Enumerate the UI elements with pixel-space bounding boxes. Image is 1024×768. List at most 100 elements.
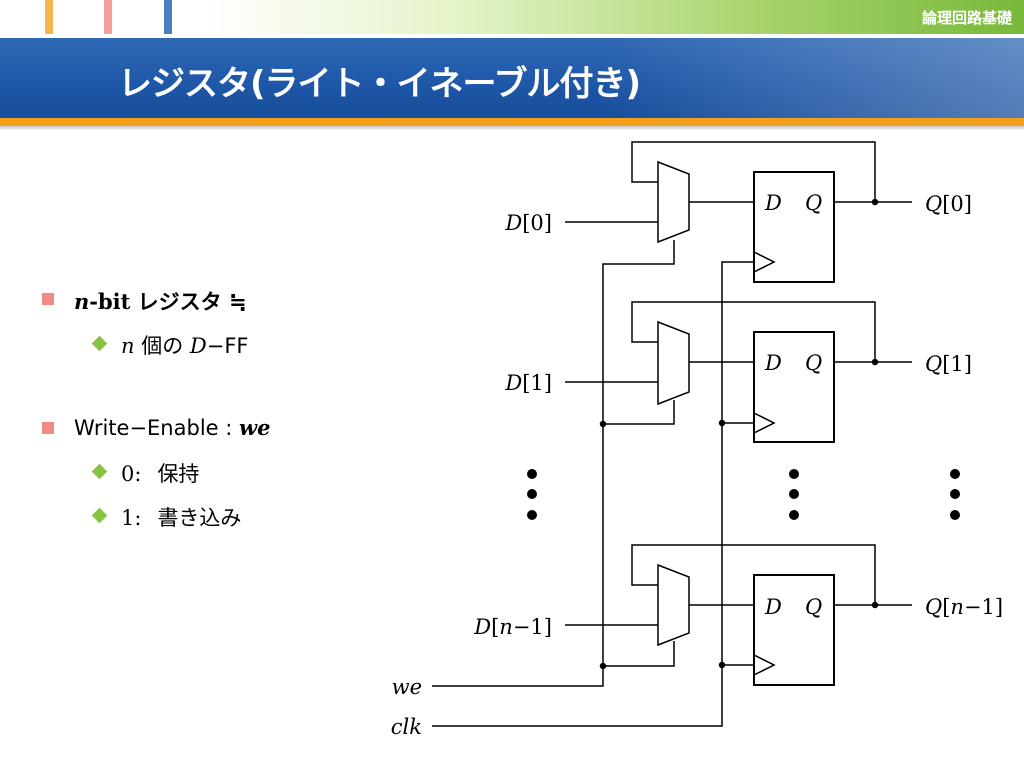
q-output-label-1: Q[1] [925,352,972,376]
var-d: D [189,334,207,358]
ff-port-labels: D Q D Q D Q [764,191,822,619]
title-bar: レジスタ(ライト・イネーブル付き) [0,38,1024,118]
d-idx-post: ] [544,211,552,235]
d-idx-post: ] [544,615,552,639]
clk-wire [432,261,754,727]
ellipsis-dot-ff [789,510,799,520]
q-idx-pre: [ [942,595,950,619]
we-branch-1 [603,400,675,425]
ellipsis-dot-ff [789,489,799,499]
write-enable-text: Write−Enable : [74,416,239,440]
ff-q-label-n-1: Q [805,595,822,619]
d-var: D [504,371,522,395]
q-var: Q [925,192,942,216]
clk-label: clk [391,715,422,739]
bullet-write: 1: 書き込み [121,502,241,532]
mux-0 [657,160,690,244]
d-idx-var: n [499,615,513,639]
q-output-label-n-1: Q[n−1] [925,595,1003,619]
ellipsis-dot-q [950,510,960,520]
bullet-hold: 0:保持 [121,458,199,488]
global-wires [432,240,754,727]
count-text: 個の [134,334,190,358]
var-n: n [121,334,135,358]
q-idx: 1 [950,352,963,376]
junction-we-n-1 [599,662,607,670]
square-bullet-icon [42,293,54,305]
stage-1 [565,301,912,443]
d-idx-pre: [ [522,211,530,235]
ellipsis-dots [527,469,960,520]
value-one: 1: [121,506,142,530]
q-idx-post: ] [964,192,972,216]
junction-we-1 [599,420,607,428]
bullet-nbit-register: n-bit レジスタ ≒ [74,286,247,316]
square-bullet-icon [42,422,54,434]
q-idx-post: ] [964,352,972,376]
ellipsis-dot-q [950,469,960,479]
mux-n-1 [657,563,690,647]
ff-q-label-0: Q [805,191,822,215]
d-input-label-0: D[0] [504,211,552,235]
clock-triangle-0 [753,251,776,273]
var-n: n [74,289,90,314]
d-idx: 0 [530,211,543,235]
title-shadow-line [0,126,1024,130]
register-approx-text: レジスタ ≒ [130,290,247,314]
top-bar-tick-2 [104,0,112,34]
title-accent-line [0,118,1024,126]
d-input-label-1: D[1] [504,371,552,395]
junction-clk-1 [718,419,726,427]
we-wire [432,240,675,687]
d-idx: −1 [513,615,544,639]
ellipsis-dot-q [950,489,960,499]
top-bar: 論理回路基礎 [0,0,1024,34]
feedback-wire-0 [631,141,876,202]
slide-title: レジスタ(ライト・イネーブル付き) [118,64,641,104]
we-branch-n-1 [603,641,675,667]
q-idx: 0 [950,192,963,216]
stage-n-1 [565,544,912,686]
ellipsis-dot-d [527,469,537,479]
d-var: D [504,211,522,235]
d-idx-pre: [ [491,615,499,639]
bullet-n-dff: n 個の D−FF [121,330,249,360]
mux-1 [657,320,690,406]
ff-d-label-n-1: D [764,595,782,619]
q-idx-pre: [ [942,192,950,216]
q-idx-pre: [ [942,352,950,376]
junction-clk-n-1 [718,661,726,669]
title-bar-highlight [604,38,1024,118]
feedback-wire-1 [631,301,876,362]
junction-q-n-1 [871,601,879,609]
d-idx-post: ] [544,371,552,395]
ellipsis-dot-ff [789,469,799,479]
clock-triangle-1 [753,412,776,434]
q-idx-var: n [950,595,964,619]
dff-0 [753,171,835,283]
course-title: 論理回路基礎 [921,9,1012,27]
feedback-wire-n-1 [631,544,876,605]
ff-text: −FF [206,334,249,358]
d-input-label-n-1: D[n−1] [473,615,552,639]
d-idx: 1 [530,371,543,395]
ff-d-label-0: D [764,191,782,215]
ellipsis-dot-d [527,510,537,520]
ff-q-label-1: Q [805,351,822,375]
junction-q-0 [871,198,879,206]
ff-d-label-1: D [764,351,782,375]
q-output-label-0: Q[0] [925,192,972,216]
stage-0 [565,141,912,283]
write-text: 書き込み [157,506,242,530]
bullet-write-enable: Write−Enable : we [74,415,270,440]
ellipsis-dot-d [527,489,537,499]
junction-q-1 [871,358,879,366]
d-var: D [473,615,491,639]
dff-1 [753,331,835,443]
bit-text: -bit [89,289,131,314]
q-var: Q [925,595,942,619]
q-idx-post: ] [995,595,1003,619]
var-we: we [239,415,271,440]
dff-n-1 [753,574,835,686]
